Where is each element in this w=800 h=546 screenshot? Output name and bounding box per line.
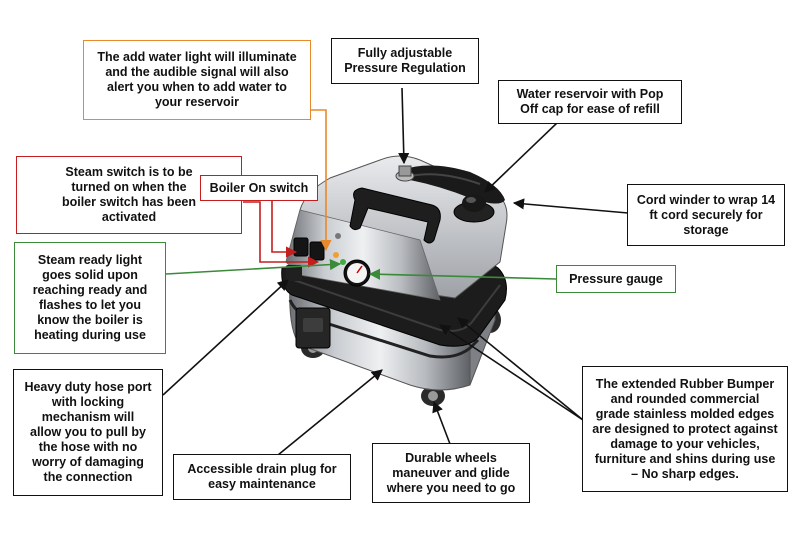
- hose-port: [286, 265, 302, 281]
- callout-text: The add water light will illuminate and …: [97, 50, 297, 109]
- boiler-switch: [293, 237, 309, 257]
- callout-text: Fully adjustable Pressure Regulation: [344, 46, 466, 75]
- callout-add-water-light: The add water light will illuminate and …: [83, 40, 311, 120]
- callout-rubber-bumper: The extended Rubber Bumper and rounded c…: [582, 366, 788, 492]
- callout-steam-ready-light: Steam ready light goes solid upon reachi…: [14, 242, 166, 354]
- callout-text: Steam ready light goes solid upon reachi…: [32, 253, 148, 342]
- callout-text: Pressure gauge: [569, 271, 663, 286]
- callout-text: Water reservoir with Pop Off cap for eas…: [516, 87, 664, 116]
- callout-text: Cord winder to wrap 14 ft cord securely …: [636, 192, 776, 237]
- callout-boiler-on-switch: Boiler On switch: [200, 175, 318, 201]
- callout-pressure-gauge: Pressure gauge: [556, 265, 676, 293]
- callout-text: Accessible drain plug for easy maintenan…: [187, 462, 337, 491]
- callout-text: The extended Rubber Bumper and rounded c…: [592, 376, 778, 481]
- callout-water-reservoir: Water reservoir with Pop Off cap for eas…: [498, 80, 682, 124]
- callout-hose-port: Heavy duty hose port with locking mechan…: [13, 369, 163, 496]
- callout-pressure-regulation: Fully adjustable Pressure Regulation: [331, 38, 479, 84]
- steam-cleaner-image: [281, 155, 508, 406]
- callout-cord-winder: Cord winder to wrap 14 ft cord securely …: [627, 184, 785, 246]
- callout-text: Boiler On switch: [209, 180, 309, 195]
- callout-text: Steam switch is to be turned on when the…: [61, 165, 197, 224]
- steam-switch: [309, 241, 325, 261]
- handle: [349, 187, 441, 244]
- callout-text: Heavy duty hose port with locking mechan…: [24, 380, 152, 484]
- connector-lines: [162, 87, 629, 456]
- callout-text: Durable wheels maneuver and glide where …: [386, 450, 516, 495]
- callout-drain-plug: Accessible drain plug for easy maintenan…: [173, 454, 351, 500]
- callout-durable-wheels: Durable wheels maneuver and glide where …: [372, 443, 530, 503]
